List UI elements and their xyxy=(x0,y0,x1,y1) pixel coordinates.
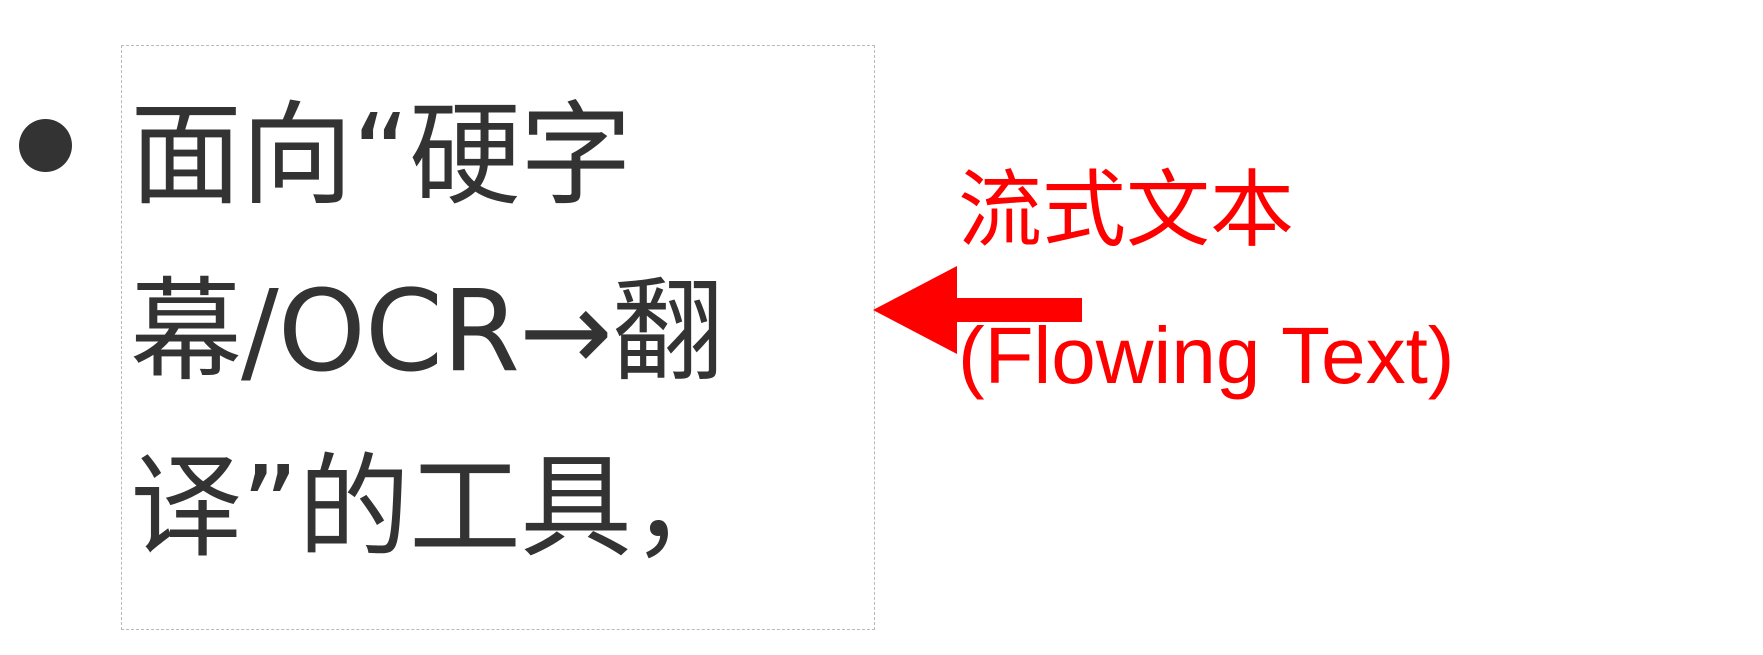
body-text-line-2: 幕/OCR→翻 xyxy=(130,267,724,397)
annotation-label-english: (Flowing Text) xyxy=(958,311,1455,400)
bullet-point-marker xyxy=(19,119,72,172)
left-arrow-icon xyxy=(866,258,1091,362)
body-text-line-3: 译”的工具， xyxy=(130,443,743,573)
body-text-line-1: 面向“硬字 xyxy=(130,91,632,221)
annotation-label-chinese: 流式文本 xyxy=(958,161,1295,259)
highlighted-text-block: 面向“硬字 幕/OCR→翻 译”的工具， xyxy=(121,45,875,630)
